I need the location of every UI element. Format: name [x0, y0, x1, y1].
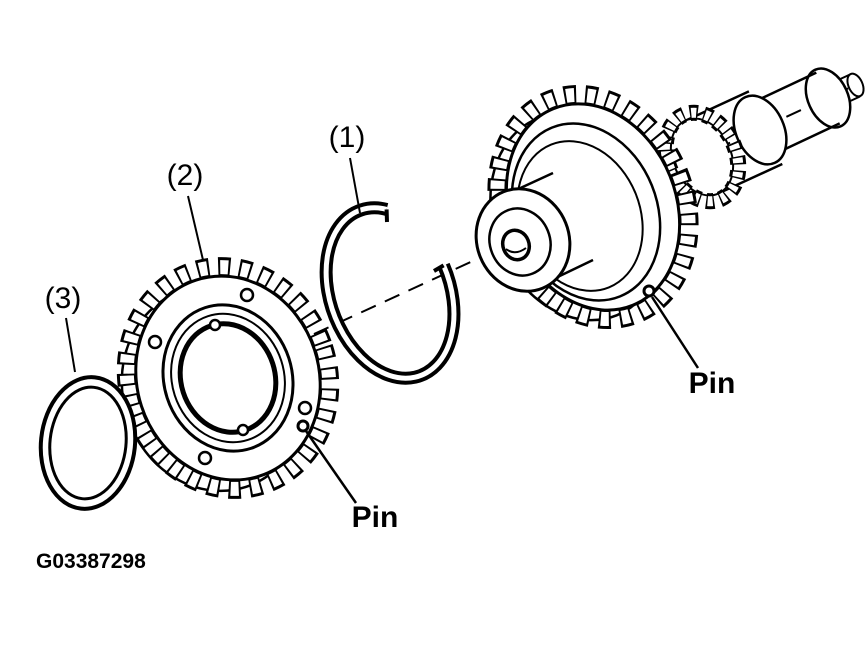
snap-ring-end-hook-a	[432, 263, 445, 273]
shaft-stub-end	[846, 72, 865, 98]
pin-callout-gear: Pin	[304, 430, 399, 534]
gear2-web-hole-3	[297, 400, 313, 416]
callout-2-leader-line	[187, 195, 204, 261]
gear2-notch-top	[208, 318, 222, 332]
seal-ring-3	[38, 375, 138, 511]
spline-teeth	[657, 104, 747, 210]
callout-2-label: (2)	[167, 159, 204, 192]
callout-3-leader-line	[65, 317, 76, 373]
gear2-hub-inner	[170, 312, 286, 444]
pin-shaft-label: Pin	[689, 367, 736, 400]
callout-2: (2)	[167, 159, 204, 261]
pin-callout-shaft: Pin	[650, 296, 736, 400]
shaft-end-cap	[804, 67, 852, 129]
ring3-outer	[38, 375, 138, 511]
callout-1-label: (1)	[329, 121, 366, 154]
gear2-web-hole-4	[197, 450, 213, 466]
snap-ring-body-inner	[323, 205, 457, 381]
gear2-web-hole-2	[239, 287, 255, 303]
pin-gear-label: Pin	[352, 501, 399, 534]
gear2-web-hole-1	[147, 334, 163, 350]
pin-gear-leader-line	[304, 430, 358, 504]
pin-shaft-leader-line	[650, 296, 700, 369]
figure-id: G03387298	[36, 550, 146, 573]
boss-center-hole	[500, 228, 532, 262]
callout-3: (3)	[45, 282, 82, 373]
snap-ring-1	[319, 201, 461, 385]
shaft-collar	[732, 94, 788, 166]
gear2-pin	[296, 419, 310, 433]
callout-1: (1)	[329, 121, 366, 214]
gear2-teeth	[116, 257, 340, 499]
boss-hole-depth-arc	[505, 247, 527, 254]
gear-2	[116, 257, 340, 499]
shaft-assembly	[474, 67, 865, 330]
callout-3-label: (3)	[45, 282, 82, 315]
shaft-gear-pin	[642, 284, 656, 298]
callout-1-leader-line	[349, 157, 361, 214]
gear2-hub-outer	[161, 303, 295, 453]
ring3-inner	[48, 385, 128, 501]
shaft-gear-teeth-inner	[490, 87, 696, 327]
snap-ring-body	[319, 201, 461, 385]
gear2-notch-bottom	[236, 423, 250, 437]
